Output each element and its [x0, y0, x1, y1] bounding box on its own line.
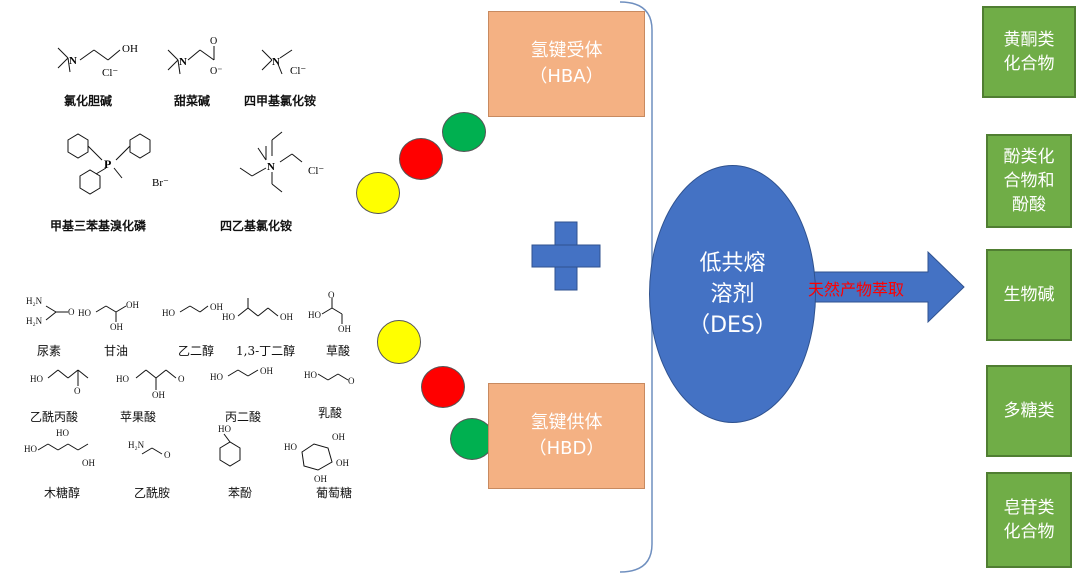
hbd-dot-yellow — [377, 320, 421, 364]
svg-text:OH: OH — [280, 312, 293, 322]
svg-text:P: P — [104, 157, 111, 171]
arrow-label: 天然产物萃取 — [808, 280, 905, 299]
hbd-name-0: 尿素 — [37, 344, 62, 358]
hbd-name-6: 苹果酸 — [120, 410, 157, 424]
betaine-group: O⁻ — [210, 66, 223, 77]
hbd-name-1: 甘油 — [104, 344, 129, 358]
hbd-title: 氢键供体 — [530, 412, 603, 433]
svg-text:OH: OH — [336, 458, 349, 468]
svg-text:H₂N: H₂N — [26, 316, 43, 326]
hbd-name-8: 乳酸 — [318, 406, 343, 420]
svg-text:OH: OH — [126, 300, 139, 310]
arrow-right-icon — [808, 250, 965, 324]
tma-anion: Cl⁻ — [290, 65, 306, 77]
svg-text:H₂N: H₂N — [128, 440, 145, 450]
des-ellipse: 低共熔 溶剂 （DES） — [649, 165, 816, 423]
svg-text:OH: OH — [82, 458, 95, 468]
hba-dot-yellow — [356, 172, 400, 214]
target-box-3: 多糖类 — [986, 365, 1072, 457]
hbd-name-12: 葡萄糖 — [316, 486, 353, 500]
svg-text:O: O — [348, 376, 355, 386]
hba-name-tma: 四甲基氯化铵 — [244, 94, 317, 108]
hbd-name-11: 苯酚 — [228, 486, 253, 500]
svg-text:HO: HO — [30, 374, 43, 384]
hba-box: 氢键受体 （HBA） — [488, 11, 645, 117]
svg-text:O: O — [210, 36, 217, 47]
hbd-name-4: 草酸 — [326, 344, 351, 358]
target-0-line-0: 黄酮类 — [1003, 30, 1055, 50]
svg-text:HO: HO — [284, 442, 297, 452]
svg-text:OH: OH — [152, 390, 165, 400]
svg-text:HO: HO — [78, 308, 91, 318]
hbd-box: 氢键供体 （HBD） — [488, 383, 645, 489]
target-2-line-0: 生物碱 — [1003, 285, 1055, 305]
target-box-1: 酚类化合物和酚酸 — [986, 134, 1072, 228]
des-line3: （DES） — [688, 312, 777, 338]
svg-text:HO: HO — [56, 428, 69, 438]
target-1-line-2: 酚酸 — [1012, 195, 1046, 215]
svg-text:N: N — [69, 55, 77, 67]
des-line1: 低共熔 — [699, 250, 766, 276]
hba-abbr: （HBA） — [529, 66, 604, 87]
target-3-line-0: 多糖类 — [1003, 401, 1055, 421]
hba-dot-green — [442, 112, 486, 152]
svg-text:HO: HO — [308, 310, 321, 320]
svg-text:O: O — [178, 374, 185, 384]
hba-title: 氢键受体 — [530, 40, 603, 61]
svg-text:HO: HO — [218, 424, 231, 434]
svg-text:OH: OH — [260, 366, 273, 376]
hbd-name-9: 木糖醇 — [44, 486, 81, 500]
svg-text:OH: OH — [314, 474, 327, 484]
target-1-line-0: 酚类化 — [1003, 147, 1055, 167]
hbd-dot-red — [421, 366, 465, 408]
hba-name-tea: 四乙基氯化铵 — [220, 219, 293, 233]
hbd-name-3: 1,3-丁二醇 — [236, 344, 296, 358]
svg-text:O: O — [328, 290, 335, 300]
target-4-line-0: 皂苷类 — [1003, 498, 1055, 518]
hbd-name-10: 乙酰胺 — [134, 486, 171, 500]
svg-text:HO: HO — [116, 374, 129, 384]
svg-text:H₂N: H₂N — [26, 296, 43, 306]
target-0-line-1: 化合物 — [1003, 54, 1055, 74]
pph-anion: Br⁻ — [152, 177, 169, 189]
svg-text:OH: OH — [332, 432, 345, 442]
svg-text:O: O — [164, 450, 171, 460]
svg-text:HO: HO — [222, 312, 235, 322]
svg-text:N: N — [267, 161, 275, 173]
svg-text:HO: HO — [304, 370, 317, 380]
hba-name-betaine: 甜菜碱 — [174, 94, 211, 108]
svg-text:OH: OH — [210, 302, 223, 312]
hbd-name-2: 乙二醇 — [178, 344, 215, 358]
hba-name-pph: 甲基三苯基溴化磷 — [50, 219, 147, 233]
hbd-abbr: （HBD） — [528, 438, 605, 459]
svg-text:HO: HO — [162, 308, 175, 318]
choline-anion: Cl⁻ — [102, 67, 118, 79]
target-box-4: 皂苷类化合物 — [986, 472, 1072, 568]
svg-text:OH: OH — [122, 43, 138, 55]
svg-text:HO: HO — [24, 444, 37, 454]
hbd-name-5: 乙酰丙酸 — [30, 410, 79, 424]
hba-structure-drawings: N OH Cl⁻ N O O⁻ N Cl⁻ P Br⁻ — [57, 36, 324, 195]
hba-dot-red — [399, 138, 443, 180]
hba-name-choline: 氯化胆碱 — [64, 94, 113, 108]
plus-icon — [531, 221, 601, 291]
svg-text:N: N — [179, 56, 187, 68]
svg-text:N: N — [272, 56, 280, 68]
target-4-line-1: 化合物 — [1003, 522, 1055, 542]
hbd-name-7: 丙二酸 — [225, 410, 262, 424]
svg-text:O: O — [68, 307, 75, 317]
target-box-0: 黄酮类化合物 — [982, 6, 1076, 98]
target-1-line-1: 合物和 — [1003, 171, 1055, 191]
svg-text:OH: OH — [110, 322, 123, 332]
svg-text:HO: HO — [210, 372, 223, 382]
des-line2: 溶剂 — [710, 281, 755, 307]
svg-text:O: O — [74, 386, 81, 396]
target-box-2: 生物碱 — [986, 249, 1072, 341]
svg-text:OH: OH — [338, 324, 351, 334]
tea-anion: Cl⁻ — [308, 165, 324, 177]
